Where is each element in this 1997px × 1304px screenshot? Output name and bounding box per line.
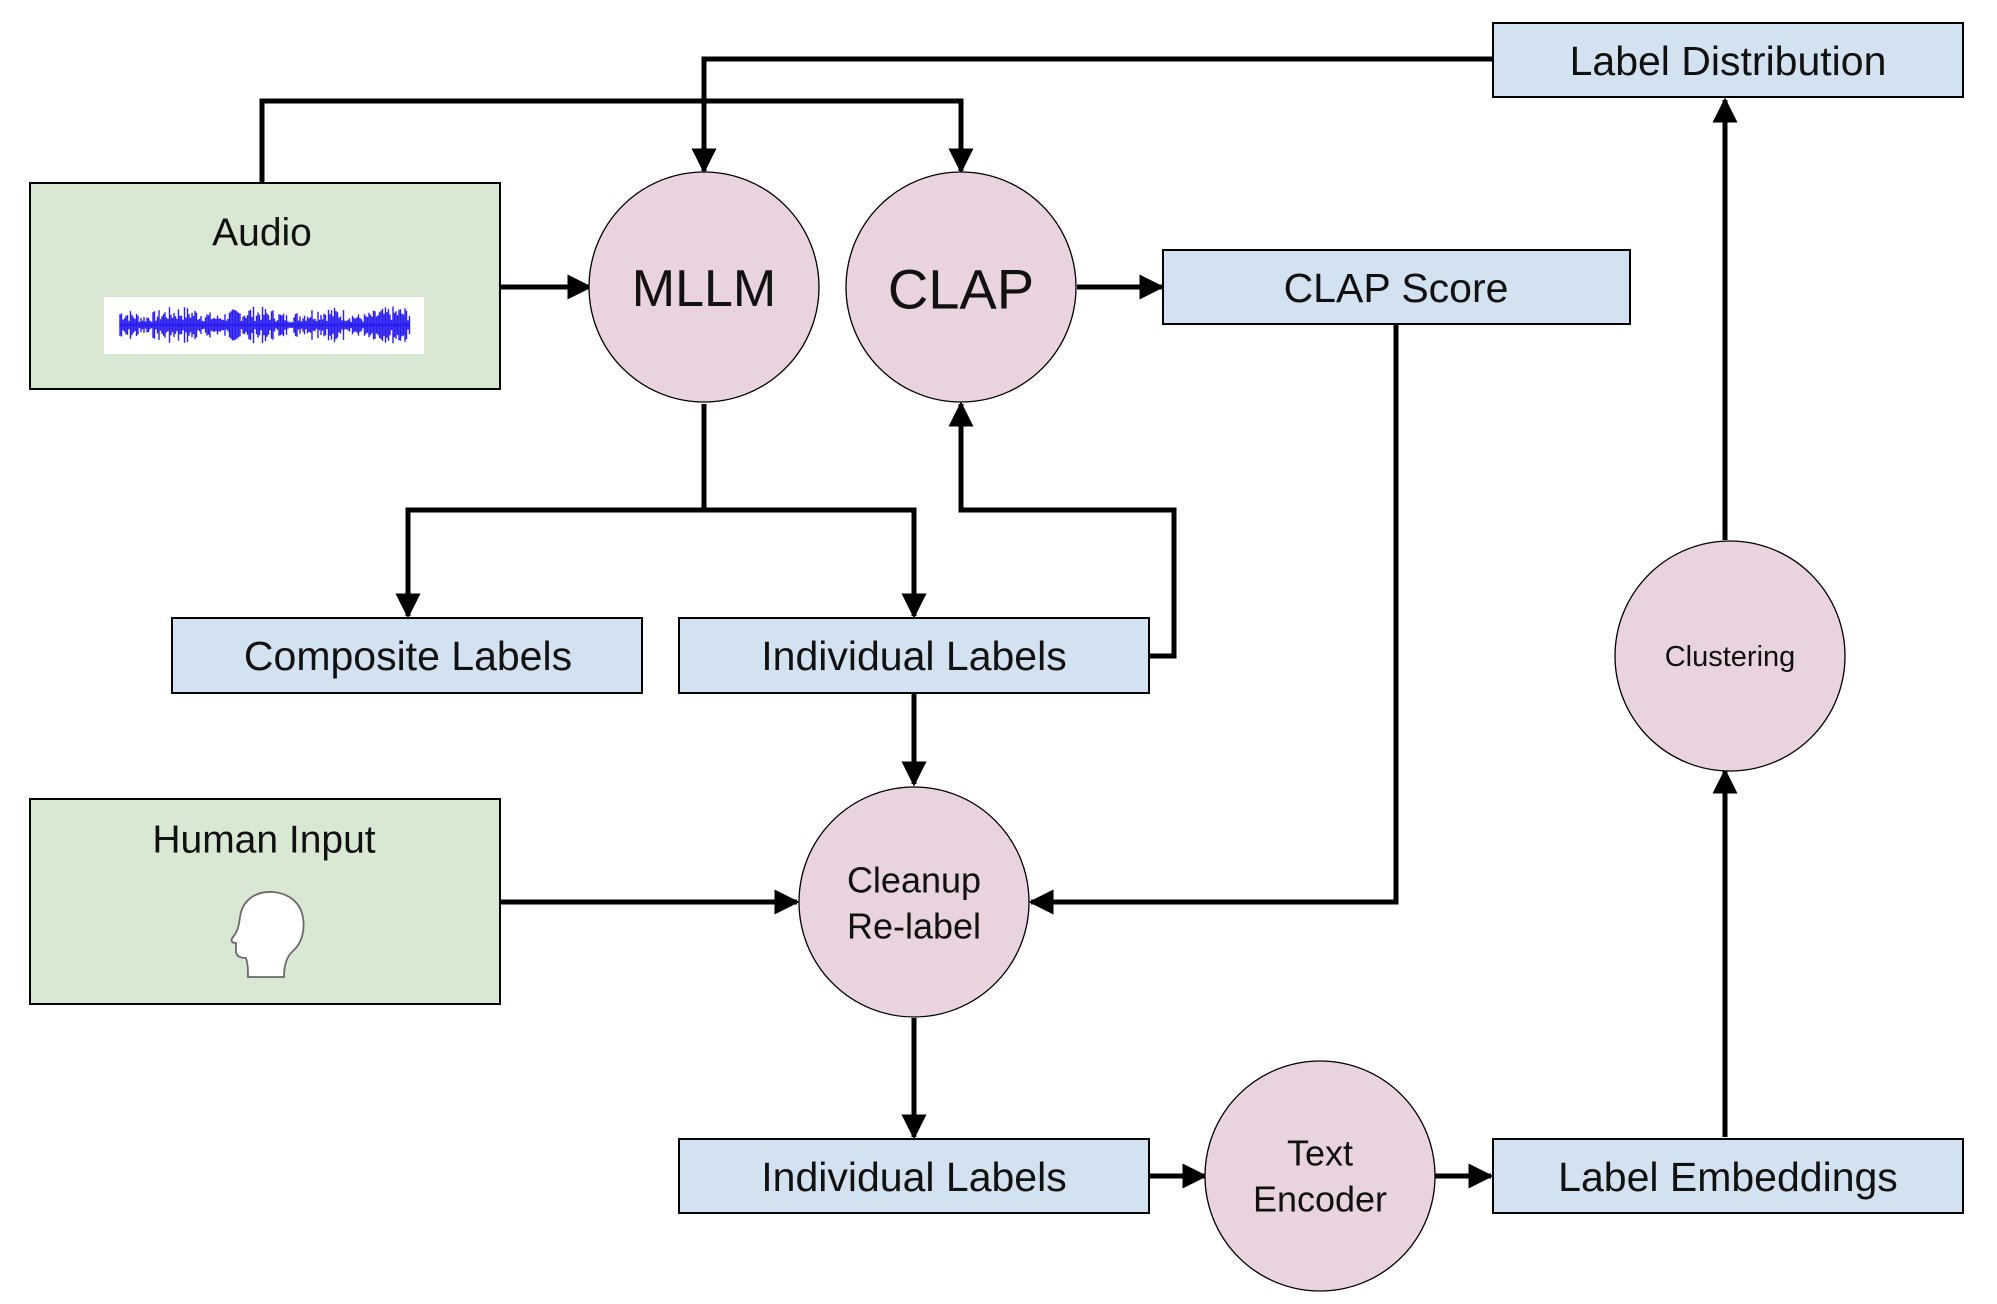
head-silhouette-icon	[230, 891, 305, 978]
composite-labels-label: Composite Labels	[244, 633, 572, 679]
label-distribution-label: Label Distribution	[1570, 38, 1887, 84]
clap-score-box: CLAP Score	[1162, 249, 1631, 325]
clap-label: CLAP	[888, 258, 1034, 321]
edges	[259, 56, 1738, 1189]
clustering-label: Clustering	[1665, 641, 1796, 673]
human-input-box: Human Input	[29, 798, 501, 1005]
edge-audio-to-clap	[259, 98, 974, 183]
edge-individual-labels-to-clap	[948, 401, 1177, 659]
audio-input-box: Audio	[29, 182, 501, 390]
clap-score-label: CLAP Score	[1284, 265, 1509, 311]
edge-mllm-to-individual-labels	[704, 507, 927, 619]
audio-waveform-icon	[104, 297, 424, 354]
cleanup-relabel-node: Cleanup Re-label	[798, 786, 1030, 1018]
cleanup-label: Cleanup	[847, 860, 981, 901]
edge-mllm-to-composite-labels	[395, 404, 707, 619]
mllm-node: MLLM	[588, 171, 820, 403]
clap-node: CLAP	[845, 171, 1077, 403]
individual-labels-label: Individual Labels	[761, 633, 1066, 679]
edge-clap-score-to-cleanup	[1028, 324, 1399, 915]
relabel-label: Re-label	[847, 906, 981, 947]
edge-label-distribution-to-mllm	[691, 56, 1492, 174]
audio-label: Audio	[212, 212, 312, 255]
label-distribution-box: Label Distribution	[1492, 22, 1964, 98]
text-label: Text	[1287, 1133, 1353, 1174]
individual-labels-clean-box: Individual Labels	[678, 1138, 1150, 1214]
encoder-label: Encoder	[1253, 1179, 1387, 1220]
composite-labels-box: Composite Labels	[171, 617, 643, 694]
label-embeddings-label: Label Embeddings	[1558, 1154, 1898, 1200]
mllm-label: MLLM	[632, 260, 776, 318]
label-embeddings-box: Label Embeddings	[1492, 1138, 1964, 1214]
individual-labels-clean-label: Individual Labels	[761, 1154, 1066, 1200]
individual-labels-box: Individual Labels	[678, 617, 1150, 694]
human-input-label: Human Input	[152, 819, 375, 862]
text-encoder-node: Text Encoder	[1204, 1060, 1436, 1292]
clustering-node: Clustering	[1614, 540, 1846, 772]
